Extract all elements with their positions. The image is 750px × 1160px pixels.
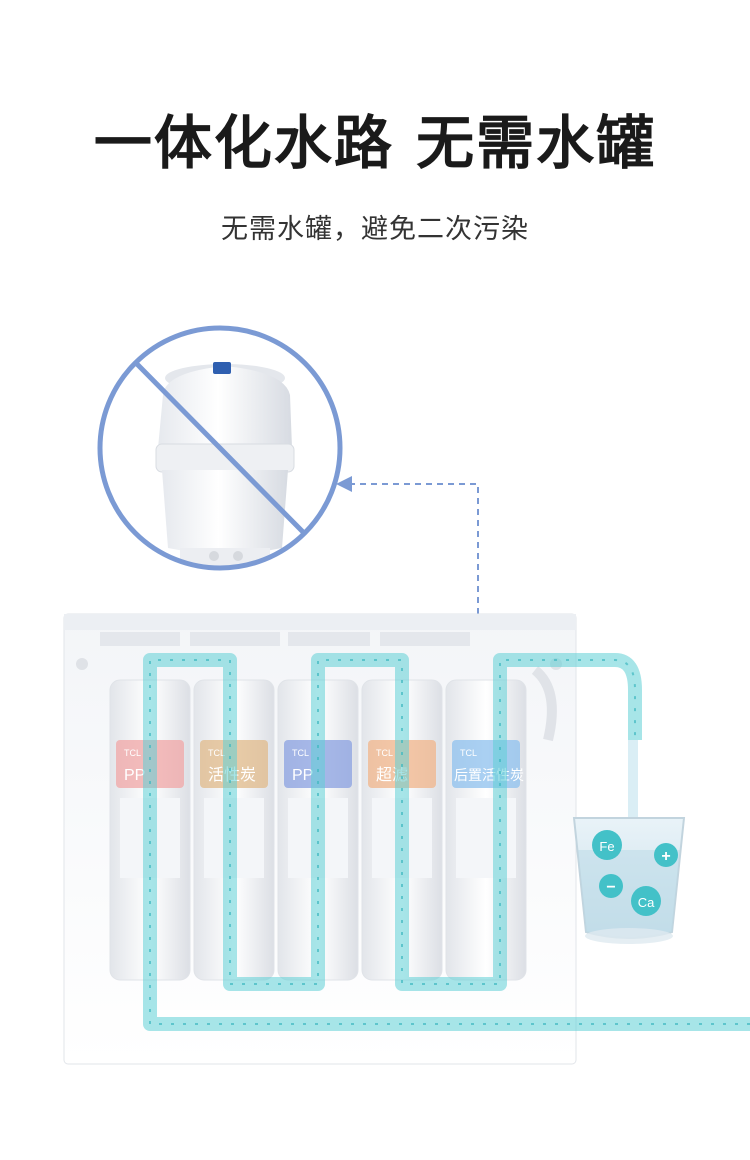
arrow-head-icon — [336, 476, 352, 492]
mineral-plus: + — [654, 843, 678, 867]
filter-5: TCL 后置活性炭 — [445, 679, 527, 981]
page-title: 一体化水路 无需水罐 — [93, 109, 657, 177]
filter-5-name: 后置活性炭 — [454, 767, 524, 783]
water-tank-crossed — [97, 325, 343, 571]
mineral-ca-label: Ca — [638, 895, 655, 910]
water-tank-icon — [155, 362, 295, 566]
mineral-fe-label: Fe — [599, 839, 614, 854]
dashed-arrow — [336, 476, 479, 735]
filter-3-brand: TCL — [292, 748, 309, 758]
no-sign-slash — [134, 361, 306, 535]
mineral-minus: − — [599, 874, 623, 898]
mineral-ca: Ca — [631, 886, 661, 916]
mineral-fe: Fe — [592, 830, 622, 860]
page-subtitle: 无需水罐，避免二次污染 — [221, 214, 529, 245]
no-sign-ring — [97, 325, 343, 571]
water-flow-pipe — [143, 653, 750, 1031]
filter-1-brand: TCL — [124, 748, 141, 758]
filter-3-name: PP — [292, 767, 313, 784]
filter-2-brand: TCL — [208, 748, 225, 758]
water-stream — [628, 740, 638, 850]
filter-1-name: PP — [124, 767, 145, 784]
mineral-plus-label: + — [661, 848, 670, 865]
mineral-minus-label: − — [606, 879, 615, 896]
filter-5-brand: TCL — [460, 748, 477, 758]
water-glass — [572, 817, 686, 944]
filter-4-brand: TCL — [376, 748, 393, 758]
